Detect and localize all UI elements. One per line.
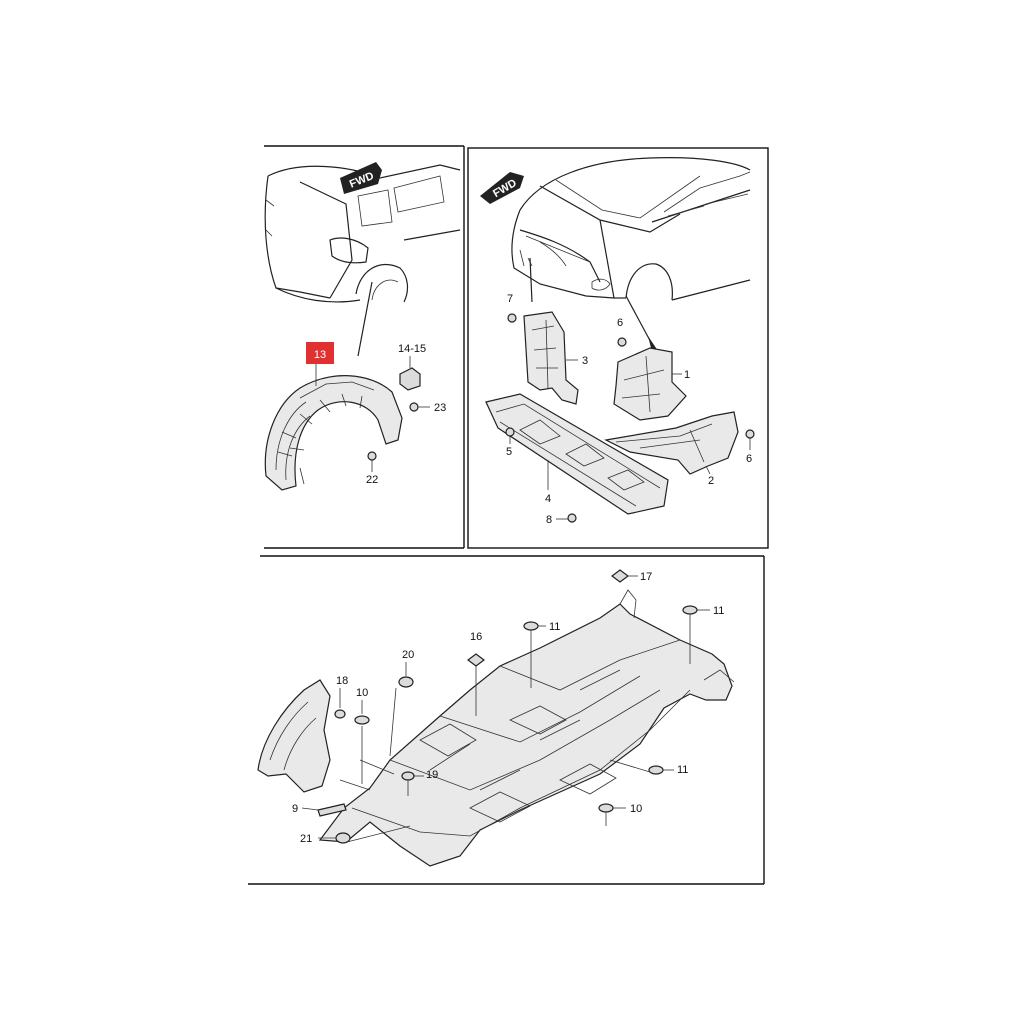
seal-16-icon xyxy=(467,653,485,667)
wheelhouse-screw-22-icon xyxy=(367,451,377,466)
grommet-11-icon xyxy=(682,605,698,615)
callout-7: 7 xyxy=(507,293,513,305)
floor-side-rail-9 xyxy=(317,803,347,817)
leader-11-c-in xyxy=(609,759,651,773)
highlight-label: 13 xyxy=(314,349,326,361)
callout-16: 16 xyxy=(470,631,482,643)
callout-6-top: 6 xyxy=(617,317,623,329)
callout-8: 8 xyxy=(546,514,552,526)
bumper-side-bracket-3 xyxy=(523,311,579,405)
clip-19-icon xyxy=(401,771,415,781)
fwd-arrow-left-panel: FWD xyxy=(340,162,382,194)
clip-18-icon xyxy=(334,709,346,719)
grommet-20-icon xyxy=(398,676,414,688)
screw-6-right-icon xyxy=(745,429,755,439)
callout-22: 22 xyxy=(366,474,378,486)
callout-10-b: 10 xyxy=(630,803,642,815)
screw-6-top-icon xyxy=(617,337,627,347)
front-wheel-splash-shield xyxy=(257,679,331,793)
callout-17: 17 xyxy=(640,571,652,583)
clip-5-icon xyxy=(505,427,515,437)
callout-11-a: 11 xyxy=(549,621,560,633)
rear-wheel-house-liner xyxy=(264,375,403,491)
leader-21-in xyxy=(342,825,411,844)
callout-3: 3 xyxy=(582,355,588,367)
leader-20-down xyxy=(389,687,397,757)
highlight-badge-13: 13 xyxy=(306,342,334,386)
front-car-outline xyxy=(511,157,751,301)
leader-2 xyxy=(705,465,711,475)
wheelhouse-screw-23-icon xyxy=(409,402,419,412)
callout-18: 18 xyxy=(336,675,348,687)
seal-17-icon xyxy=(611,569,629,583)
callout-10-a: 10 xyxy=(356,687,368,699)
panel-frames xyxy=(248,145,769,885)
callout-1: 1 xyxy=(684,369,690,381)
grommet-10-icon xyxy=(598,803,614,813)
under-cover-front-2 xyxy=(604,411,739,475)
callout-5: 5 xyxy=(506,446,512,458)
callout-4: 4 xyxy=(545,493,551,505)
rear-car-outline xyxy=(264,164,461,303)
callout-2: 2 xyxy=(708,475,714,487)
callout-11-b: 11 xyxy=(713,605,724,617)
bumper-lower-beam-4 xyxy=(485,393,669,515)
wheelhouse-grommet-icon xyxy=(399,367,421,391)
leader-bumper-left xyxy=(529,257,533,303)
screw-7-icon xyxy=(507,313,517,323)
leader-9 xyxy=(301,807,319,811)
leader-wheelhouse xyxy=(357,281,373,357)
fwd-arrow-right-panel: FWD xyxy=(480,172,524,204)
grommet-11-icon xyxy=(523,621,539,631)
callout-9: 9 xyxy=(292,803,298,815)
callout-20: 20 xyxy=(402,649,414,661)
svg-text:FWD: FWD xyxy=(491,177,519,200)
grommet-11-icon xyxy=(648,765,664,775)
under-cover-side-1 xyxy=(613,347,687,421)
callout-14-15: 14-15 xyxy=(398,343,426,355)
callout-6-right: 6 xyxy=(746,453,752,465)
underbody-floor-cover xyxy=(318,589,735,867)
callout-23: 23 xyxy=(434,402,446,414)
grommet-10-icon xyxy=(354,715,370,725)
callout-19: 19 xyxy=(426,769,438,781)
callout-11-c: 11 xyxy=(677,764,688,776)
bolt-8-icon xyxy=(567,513,577,523)
callout-21: 21 xyxy=(300,833,312,845)
